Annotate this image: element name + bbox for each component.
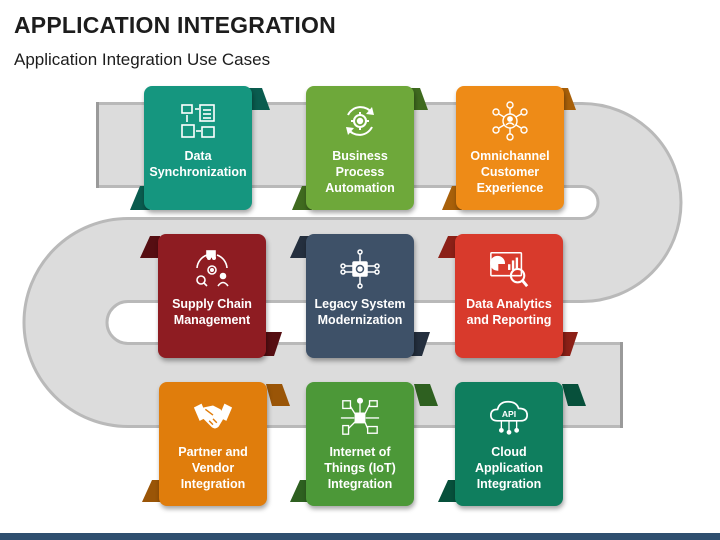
footer-bar (0, 533, 720, 540)
fold-tab (246, 88, 270, 110)
card-label: Omnichannel Customer Experience (470, 149, 550, 195)
fold-tab (290, 236, 310, 258)
supply-chain-icon (191, 248, 233, 290)
fold-tab (290, 480, 310, 502)
card-label: Data Analytics and Reporting (466, 297, 552, 327)
road-end-cap (620, 342, 623, 428)
fold-tab (266, 384, 290, 406)
card-data-synchronization: Data Synchronization (144, 86, 252, 210)
card-legacy-system-modernization: Legacy System Modernization (306, 234, 414, 358)
card-data-analytics-reporting: Data Analytics and Reporting (455, 234, 563, 358)
road-start-cap (96, 102, 99, 188)
customer-network-icon (489, 100, 531, 142)
handshake-icon (192, 396, 234, 438)
card-label: Partner and Vendor Integration (178, 445, 248, 491)
card-label: Business Process Automation (325, 149, 395, 195)
chip-circuit-icon (339, 248, 381, 290)
fold-tab (438, 236, 458, 258)
data-sync-icon (177, 100, 219, 142)
analytics-magnifier-icon (488, 248, 530, 290)
page-subtitle: Application Integration Use Cases (14, 50, 271, 69)
card-partner-vendor-integration: Partner and Vendor Integration (159, 382, 267, 506)
gear-cycle-icon (339, 100, 381, 142)
card-label: Legacy System Modernization (314, 297, 406, 327)
road-surface (25, 105, 680, 425)
card-label: Data Synchronization (149, 149, 247, 179)
fold-tab (410, 332, 430, 356)
page-title: APPLICATION INTEGRATION (14, 12, 336, 38)
card-omnichannel-customer-experience: Omnichannel Customer Experience (456, 86, 564, 210)
card-label: Internet of Things (IoT) Integration (324, 445, 396, 491)
fold-tab (562, 384, 586, 406)
fold-tab (558, 332, 578, 356)
card-label: Cloud Application Integration (474, 445, 544, 491)
card-business-process-automation: Business Process Automation (306, 86, 414, 210)
fold-tab (140, 236, 160, 258)
fold-tab (414, 384, 438, 406)
card-cloud-application-integration: API Cloud Application Integration (455, 382, 563, 506)
api-badge: API (502, 409, 516, 419)
card-supply-chain-management: Supply Chain Management (158, 234, 266, 358)
fold-tab (262, 332, 282, 356)
iot-hub-icon (339, 396, 381, 438)
card-iot-integration: Internet of Things (IoT) Integration (306, 382, 414, 506)
cloud-api-icon: API (488, 396, 530, 438)
card-label: Supply Chain Management (172, 297, 252, 327)
fold-tab (438, 480, 458, 502)
fold-tab (142, 480, 162, 502)
